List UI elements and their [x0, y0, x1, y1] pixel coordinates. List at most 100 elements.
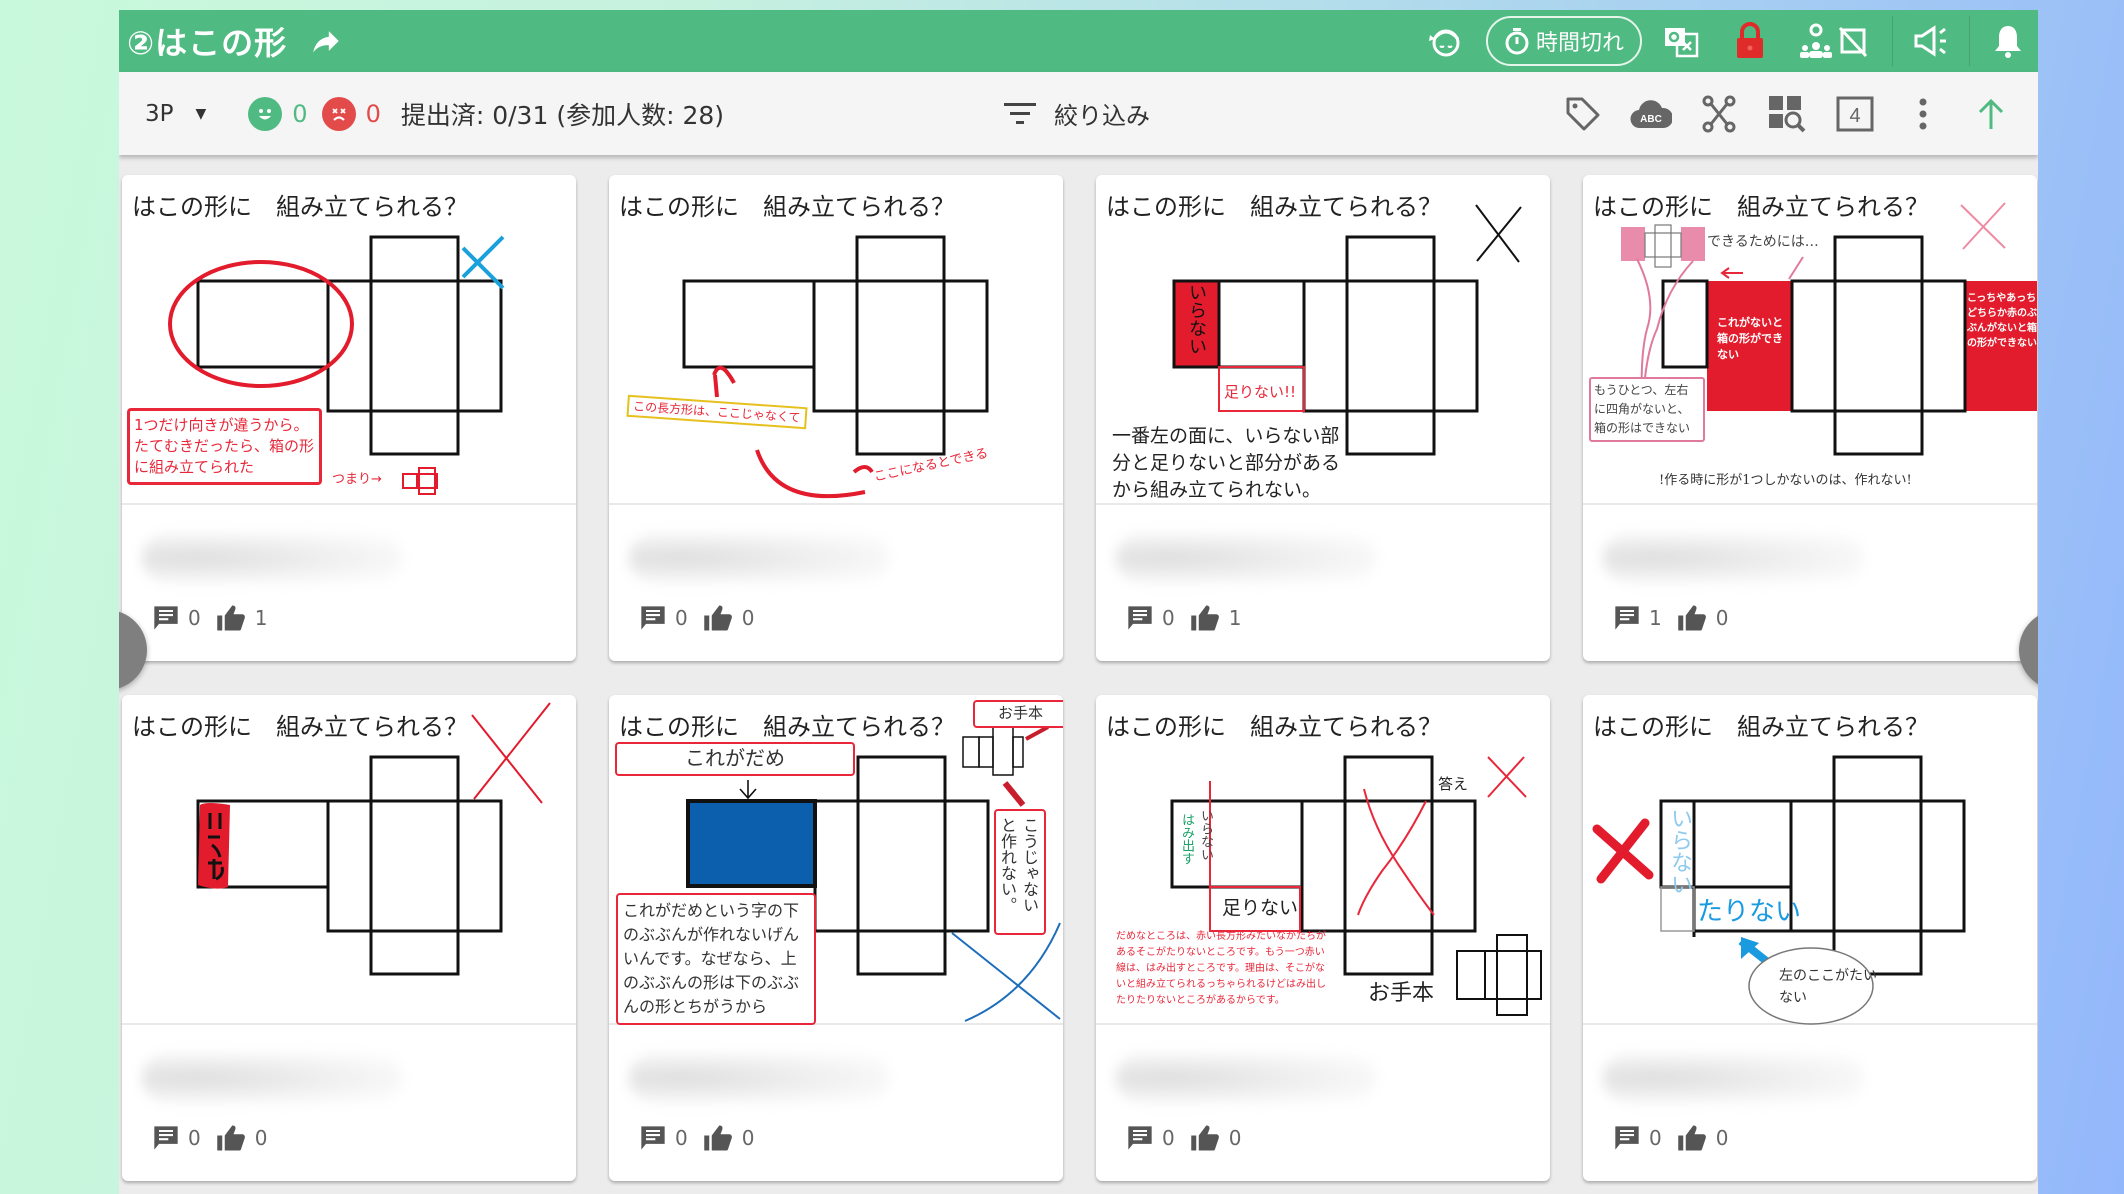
page-title: ②はこの形	[127, 24, 288, 62]
grid-search-icon[interactable]	[1766, 93, 1808, 135]
abc-cloud-icon[interactable]: ABC	[1630, 93, 1672, 135]
like-icon[interactable]	[1676, 1123, 1708, 1153]
lock-icon[interactable]	[1728, 19, 1772, 63]
tag-icon[interactable]	[1562, 93, 1604, 135]
comment-icon[interactable]	[639, 1124, 667, 1152]
bad-face-icon[interactable]	[321, 96, 356, 131]
more-vert-icon[interactable]	[1902, 93, 1944, 135]
answer-card[interactable]: はこの形に 組み立てられる？ これがだめ お手本 こうじゃないと作れない。 これ…	[609, 695, 1063, 1181]
question-text: はこの形に 組み立てられる？	[619, 193, 955, 221]
answer-hide-icon[interactable]	[1660, 19, 1704, 63]
question-text: はこの形に 組み立てられる？	[132, 193, 468, 221]
timeout-button[interactable]: 時間切れ	[1485, 16, 1642, 66]
like-icon[interactable]	[215, 603, 247, 633]
card-footer: 0 0	[609, 505, 1063, 661]
question-text: はこの形に 組み立てられる？	[1593, 713, 1929, 741]
annotation-text: 答え	[1438, 775, 1469, 793]
answer-card[interactable]: はこの形に 組み立てられる？ この長方形は、ここじゃなくて ここになるとできる …	[609, 175, 1063, 661]
submission-status: 提出済: 0/31 (参加人数: 28)	[400, 100, 725, 130]
share-icon[interactable]	[309, 24, 343, 58]
comment-count: 0	[1162, 606, 1175, 630]
card-image: はこの形に 組み立てられる？	[122, 695, 576, 1025]
comment-icon[interactable]	[152, 1124, 180, 1152]
toolbar: 3P ▼ 0 0 提出済: 0/31 (参加人数: 28) 絞り込み ABC	[119, 72, 2038, 155]
question-text: はこの形に 組み立てられる？	[1593, 193, 1929, 221]
net-drawing	[168, 235, 505, 495]
annotation-text: いらない	[1186, 283, 1207, 355]
comment-icon[interactable]	[152, 604, 180, 632]
comment-icon[interactable]	[1126, 604, 1154, 632]
annotation-text: たりない	[1697, 897, 1802, 927]
share-network-icon[interactable]	[1698, 93, 1740, 135]
like-icon[interactable]	[1189, 1123, 1221, 1153]
annotation-box: もうひとつ、左右に四角がないと、箱の形はできない	[1589, 377, 1705, 442]
question-text: はこの形に 組み立てられる？	[1106, 713, 1442, 741]
annotation-text: !作る時に形が1つしかないのは、作れない!	[1659, 473, 1912, 488]
like-icon[interactable]	[1676, 603, 1708, 633]
like-icon[interactable]	[702, 603, 734, 633]
annotation-box: これがだめ	[615, 742, 855, 776]
good-face-icon[interactable]	[248, 96, 283, 131]
dropdown-arrow-icon: ▼	[195, 105, 207, 122]
student-name-blurred	[142, 1053, 402, 1103]
answer-card[interactable]: はこの形に 組み立てられる？ はみ出す いらない 足りない 答え お手本 だめな…	[1096, 695, 1550, 1181]
card-image: はこの形に 組み立てられる？ 1つだけ向きが違うから。たてむきだったら、箱の形に…	[122, 175, 576, 505]
annotation-text: こっちやあっちどちらか赤のぶぶんがないと箱の形ができない	[1967, 293, 2037, 349]
app-window: ②はこの形 時間切れ	[119, 10, 2038, 1194]
like-icon[interactable]	[1189, 603, 1221, 633]
card-image: はこの形に 組み立てられる？ いらない たりない 左のここがたいない	[1583, 695, 2037, 1025]
annotation-text: 足りない	[1222, 897, 1299, 919]
comment-icon[interactable]	[1126, 1124, 1154, 1152]
class-select[interactable]: 3P ▼	[145, 101, 206, 127]
like-count: 0	[254, 1126, 268, 1150]
annotation-box: お手本	[973, 700, 1063, 728]
student-name-blurred	[1116, 533, 1376, 583]
next-page-button[interactable]	[2019, 610, 2038, 690]
answer-card[interactable]: はこの形に 組み立てられる？ 0 0	[122, 695, 576, 1181]
comment-icon[interactable]	[639, 604, 667, 632]
annotation-text: お手本	[1368, 981, 1435, 1006]
net-drawing	[1172, 204, 1522, 456]
card-footer: 0 0	[1096, 1025, 1550, 1181]
answer-card[interactable]: はこの形に 組み立てられる？ いらない たりない 左のここがたいない 0 0	[1583, 695, 2037, 1181]
page-number-icon[interactable]: 4	[1834, 93, 1876, 135]
answer-card[interactable]: はこの形に 組み立てられる？ 1つだけ向きが違うから。たてむきだったら、箱の形に…	[122, 175, 576, 661]
answer-card[interactable]: はこの形に 組み立てられる？ いらない 足りない!! 一番左の面に、いらない部分…	[1096, 175, 1550, 661]
like-icon[interactable]	[702, 1123, 734, 1153]
annotation-box: 1つだけ向きが違うから。たてむきだったら、箱の形に組み立てられた	[127, 408, 322, 485]
svg-text:ABC: ABC	[1640, 114, 1662, 125]
annotation-box: これがだめという字の下のぶぶんが作れないげんいんです。なぜなら、上のぶぶんの形は…	[616, 893, 816, 1025]
like-count: 1	[1228, 606, 1242, 630]
like-icon[interactable]	[215, 1123, 247, 1153]
net-drawing	[682, 235, 989, 499]
comment-icon[interactable]	[1613, 1124, 1641, 1152]
bad-count: 0	[365, 99, 381, 128]
net-drawing	[1170, 755, 1542, 1016]
annotation-box: こうじゃないと作れない。	[994, 809, 1046, 935]
bell-icon[interactable]	[1986, 19, 2030, 63]
student-view-icon[interactable]	[1424, 19, 1468, 63]
svg-text:4: 4	[1849, 105, 1860, 127]
card-image: はこの形に 組み立てられる？ はみ出す いらない 足りない 答え お手本 だめな…	[1096, 695, 1550, 1025]
net-drawing	[196, 702, 551, 976]
comment-count: 1	[1649, 606, 1662, 630]
like-count: 1	[254, 606, 268, 630]
like-count: 0	[1715, 1126, 1729, 1150]
arrow-up-icon[interactable]	[1970, 93, 2012, 135]
announce-icon[interactable]	[1909, 19, 1953, 63]
comment-count: 0	[1162, 1126, 1175, 1150]
reactions: 0 1	[1126, 603, 1255, 633]
student-name-blurred	[1603, 1053, 1863, 1103]
comment-icon[interactable]	[1613, 604, 1641, 632]
answer-card[interactable]: はこの形に 組み立てられる？ できるためには… これがないと箱の形ができない こ…	[1583, 175, 2037, 661]
good-count: 0	[292, 99, 308, 128]
annotation-text: できるためには…	[1707, 234, 1819, 250]
question-text: はこの形に 組み立てられる？	[132, 713, 468, 741]
annotation-text: 左のここがたいない	[1779, 968, 1877, 1006]
filter-button[interactable]: 絞り込み	[1004, 96, 1150, 131]
timer-icon	[1505, 28, 1529, 55]
card-footer: 0 0	[1583, 1025, 2037, 1181]
students-hide-icon[interactable]	[1796, 19, 1876, 63]
card-image: はこの形に 組み立てられる？ できるためには… これがないと箱の形ができない こ…	[1583, 175, 2037, 505]
card-footer: 1 0	[1583, 505, 2037, 661]
